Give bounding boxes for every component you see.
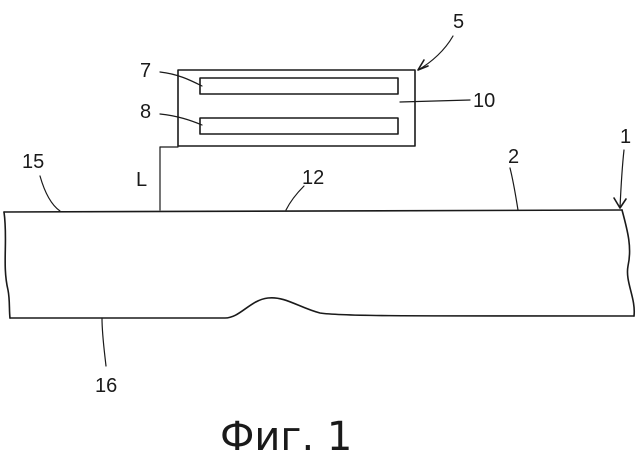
strip-body bbox=[4, 210, 634, 318]
figure-caption: Фиг. 1 bbox=[220, 414, 352, 460]
strip-bottom-edge-with-bulge bbox=[10, 298, 634, 318]
leader-7 bbox=[160, 72, 202, 86]
label-2: 2 bbox=[508, 146, 519, 168]
leader-10 bbox=[400, 100, 470, 102]
sensor-element-7 bbox=[200, 78, 398, 94]
leader-2 bbox=[510, 168, 518, 210]
label-8: 8 bbox=[140, 101, 151, 123]
leader-5 bbox=[418, 36, 453, 70]
label-L: L bbox=[136, 169, 147, 191]
leader-16 bbox=[102, 318, 106, 366]
gap-dimension bbox=[160, 147, 178, 210]
sensor-element-8 bbox=[200, 118, 398, 134]
strip-left-break bbox=[4, 212, 10, 318]
leader-1 bbox=[620, 150, 624, 208]
label-7: 7 bbox=[140, 60, 151, 82]
leader-15 bbox=[40, 176, 60, 211]
strip-right-break bbox=[622, 210, 634, 316]
leader-8 bbox=[160, 114, 202, 125]
sensor-housing bbox=[178, 70, 415, 146]
label-15: 15 bbox=[22, 151, 44, 173]
label-16: 16 bbox=[95, 375, 117, 397]
leader-12 bbox=[286, 186, 304, 210]
label-12: 12 bbox=[302, 167, 324, 189]
label-10: 10 bbox=[473, 90, 495, 112]
label-5: 5 bbox=[453, 11, 464, 33]
label-1: 1 bbox=[620, 126, 631, 148]
strip-top-edge bbox=[4, 210, 622, 212]
